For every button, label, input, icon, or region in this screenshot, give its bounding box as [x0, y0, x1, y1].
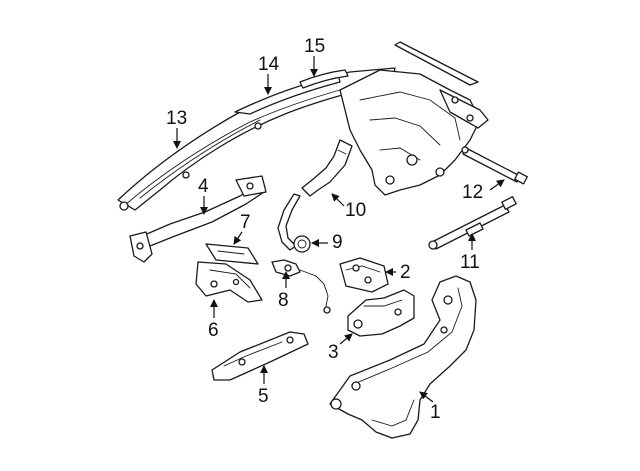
- callout-label-6: 6: [208, 320, 219, 341]
- grommet: [293, 235, 311, 253]
- sensor-wire: [271, 259, 331, 314]
- latch-block: [339, 257, 389, 293]
- callout-label-15: 15: [304, 36, 325, 57]
- hose: [277, 139, 353, 251]
- callout-label-11: 11: [460, 252, 480, 273]
- callout-label-12: 12: [462, 182, 483, 203]
- callout-13: 13: [166, 108, 187, 149]
- callout-1: 1: [419, 391, 441, 423]
- mount-bracket: [195, 261, 263, 303]
- callout-4: 4: [198, 176, 209, 215]
- callout-5: 5: [258, 365, 269, 407]
- callout-14: 14: [258, 54, 280, 95]
- callout-label-13: 13: [166, 108, 187, 129]
- callout-15: 15: [304, 36, 325, 77]
- callout-label-2: 2: [400, 262, 411, 283]
- callout-7: 7: [233, 212, 251, 245]
- callout-label-7: 7: [240, 212, 251, 233]
- callout-label-5: 5: [258, 386, 269, 407]
- callout-12: 12: [462, 179, 505, 203]
- callout-2: 2: [385, 262, 411, 283]
- callout-6: 6: [208, 299, 219, 341]
- callout-8: 8: [278, 271, 290, 311]
- callout-3: 3: [328, 333, 353, 363]
- callout-label-3: 3: [328, 342, 339, 363]
- callout-10: 10: [331, 193, 366, 221]
- small-plate: [205, 243, 259, 265]
- hinge-bracket: [347, 289, 415, 337]
- link-arm: [129, 175, 267, 263]
- callout-label-14: 14: [258, 54, 280, 75]
- base-plate: [211, 331, 309, 381]
- callout-label-10: 10: [345, 200, 366, 221]
- callout-label-8: 8: [278, 290, 289, 311]
- callout-9: 9: [311, 232, 343, 253]
- callout-label-4: 4: [198, 176, 209, 197]
- callout-11: 11: [460, 233, 480, 273]
- upper-gas-strut: [461, 146, 528, 185]
- rear-linkage-mechanism: [339, 41, 489, 196]
- main-frame: [329, 275, 477, 439]
- callout-label-9: 9: [332, 232, 343, 253]
- callout-label-1: 1: [430, 402, 441, 423]
